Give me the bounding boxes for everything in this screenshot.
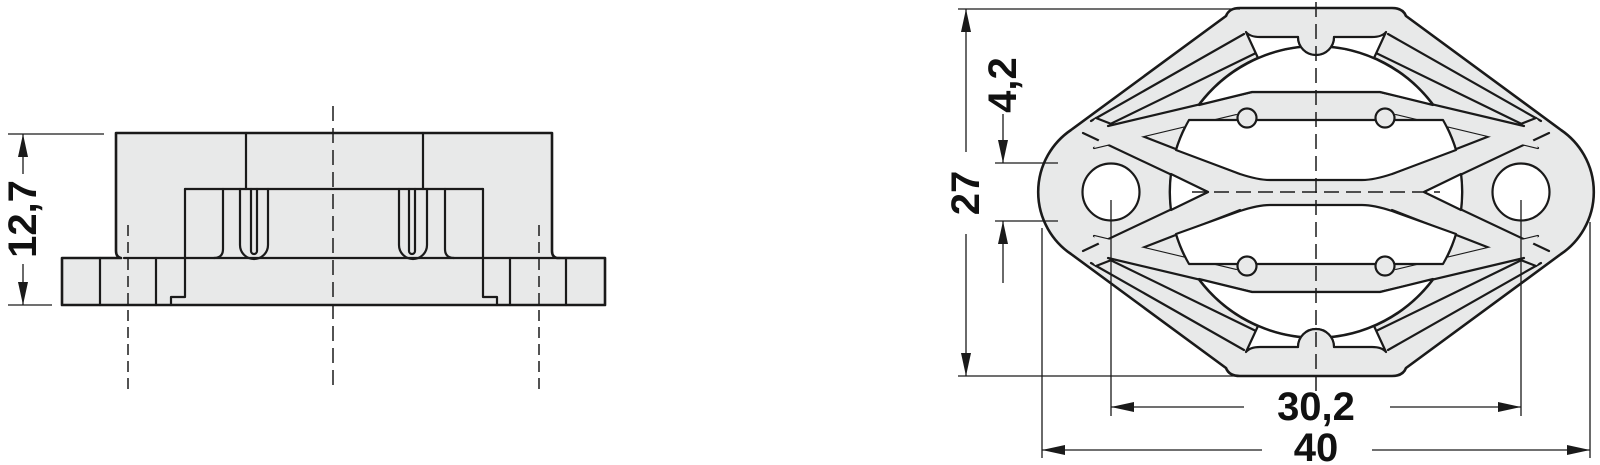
upper-lens-opening	[1174, 118, 1458, 182]
side-view: 12,7	[1, 106, 607, 390]
edge-line	[212, 187, 225, 260]
edge-line	[1372, 50, 1536, 132]
arrowhead-down	[18, 282, 28, 305]
dimension-hole-spacing-30-2: 30,2	[1110, 200, 1522, 429]
edge-line	[481, 187, 499, 307]
edge-line	[1372, 252, 1536, 334]
arrowhead-down	[961, 353, 971, 376]
edge-line	[1386, 32, 1543, 123]
edge-line	[1096, 252, 1260, 334]
upper-cross-band	[1094, 92, 1538, 148]
arrowhead-up	[18, 134, 28, 157]
edge-line	[169, 187, 187, 307]
edge-line	[1386, 261, 1543, 352]
dimension-height-12-7: 12,7	[1, 133, 104, 306]
slot-profile	[397, 187, 429, 261]
edge-line	[1096, 50, 1260, 132]
arrowhead-up	[998, 221, 1008, 244]
slot-profile	[249, 187, 259, 256]
side-view-interior-edges	[98, 131, 568, 307]
dimension-overall-height-27: 27	[944, 8, 1240, 377]
left-wedge-opening	[1168, 172, 1210, 212]
arrowhead-left	[1042, 445, 1065, 455]
top-view-centerlines	[1192, 2, 1440, 398]
dimension-label-side-height: 12,7	[1, 180, 45, 258]
dimension-label-overall-width: 40	[1294, 426, 1339, 465]
dimension-label-hole-diameter: 4,2	[981, 57, 1025, 113]
rib-knob	[1374, 255, 1396, 277]
dimension-label-overall-height: 27	[944, 171, 988, 216]
edge-line	[443, 187, 456, 260]
arrowhead-up	[961, 9, 971, 32]
arrowhead-right	[1498, 402, 1521, 412]
rib-knob	[1236, 107, 1258, 129]
dimension-overall-width-40: 40	[1041, 222, 1591, 465]
arrowhead-right	[1567, 445, 1590, 455]
arrowhead-left	[1111, 402, 1134, 412]
lower-cross-band	[1094, 236, 1538, 292]
dimension-label-hole-spacing: 30,2	[1277, 385, 1355, 429]
rib-knob	[1374, 107, 1396, 129]
side-view-centerlines	[127, 106, 540, 390]
right-wedge-opening	[1422, 172, 1464, 212]
rib-knob	[1236, 255, 1258, 277]
bottom-tab-edge	[1296, 327, 1336, 349]
edge-line	[1089, 261, 1246, 352]
top-view: 27 4,2 30,2	[944, 2, 1596, 465]
slot-profile	[238, 187, 270, 261]
edge-line	[1089, 32, 1246, 123]
dimension-hole-diameter-4-2: 4,2	[981, 57, 1058, 283]
slot-profile	[407, 187, 417, 256]
arrowhead-down	[998, 140, 1008, 163]
